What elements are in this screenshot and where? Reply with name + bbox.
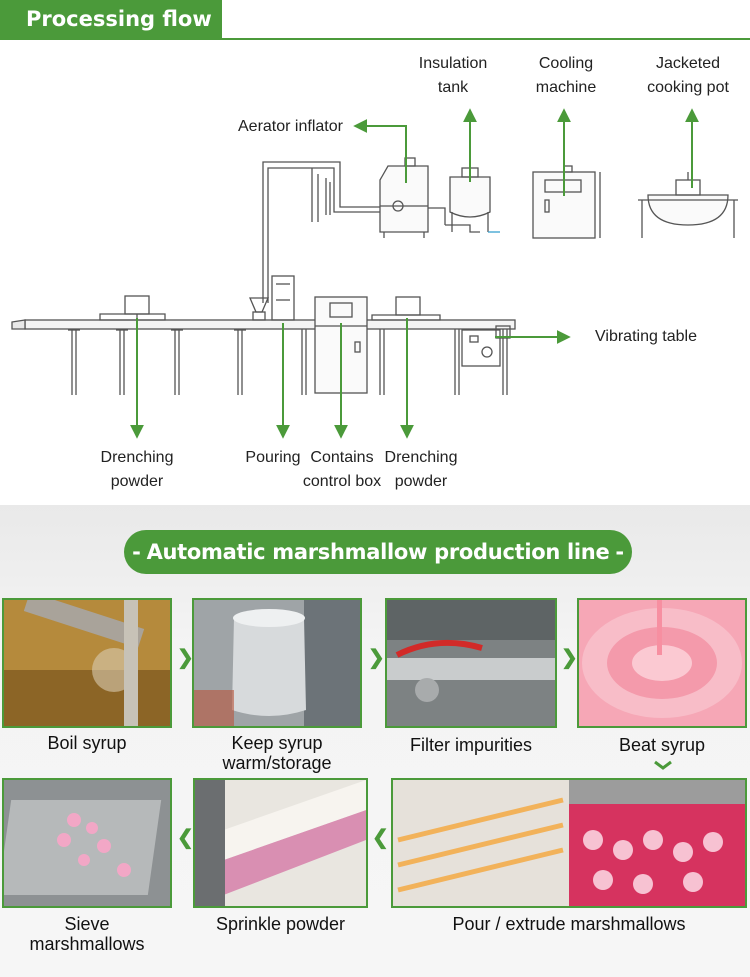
caption-filter-impurities: Filter impurities: [409, 735, 533, 755]
label-control-box-1: Contains: [310, 449, 374, 466]
production-line-diagram: [11, 108, 738, 439]
label-aerator-inflator: Aerator inflator: [238, 118, 343, 135]
chevron-right-icon: ❯: [561, 647, 578, 669]
label-drenching-left-2: powder: [110, 473, 164, 490]
caption-sieve-2: marshmallows: [29, 934, 145, 954]
photo-sprinkle-powder: [193, 778, 368, 908]
chevron-left-icon: ❮: [372, 827, 389, 849]
label-drenching-right-1: Drenching: [384, 449, 458, 466]
chevron-right-icon: ❯: [368, 647, 385, 669]
caption-beat-syrup: Beat syrup: [618, 735, 706, 755]
chevron-right-icon: ❯: [177, 647, 194, 669]
flow-arrows: [130, 108, 699, 439]
section-divider: [0, 38, 750, 40]
label-insulation-tank-2: tank: [437, 79, 469, 96]
photo-boil-syrup: [2, 598, 172, 728]
label-insulation-tank-1: Insulation: [418, 55, 488, 72]
caption-pour-extrude: Pour / extrude marshmallows: [452, 914, 686, 934]
caption-keep-syrup-1: Keep syrup: [231, 733, 323, 753]
caption-sprinkle-powder: Sprinkle powder: [215, 914, 346, 934]
banner-title: Automatic marshmallow production line: [146, 540, 610, 564]
label-drenching-left-1: Drenching: [100, 449, 174, 466]
label-drenching-right-2: powder: [394, 473, 448, 490]
arrow-aerator: [353, 119, 407, 183]
photo-pour-extrude-marshmallows: [391, 778, 747, 908]
section-title: Processing flow: [0, 0, 222, 38]
photo-sieve-marshmallows: [2, 778, 172, 908]
label-jacketed-pot-1: Jacketed: [655, 55, 721, 72]
chevron-down-icon: [654, 760, 672, 770]
label-jacketed-pot-2: cooking pot: [647, 79, 729, 96]
photo-keep-syrup: [192, 598, 362, 728]
production-line-banner: -Automatic marshmallow production line-: [124, 530, 632, 574]
photo-filter-impurities: [385, 598, 557, 728]
photo-beat-syrup: [577, 598, 747, 728]
label-cooling-machine-1: Cooling: [538, 55, 594, 72]
caption-sieve-1: Sieve: [64, 914, 110, 934]
caption-boil-syrup: Boil syrup: [47, 733, 127, 753]
caption-keep-syrup-2: warm/storage: [222, 753, 332, 773]
label-pouring: Pouring: [245, 449, 301, 466]
label-control-box-2: control box: [302, 473, 382, 490]
label-vibrating-table: Vibrating table: [595, 328, 697, 345]
chevron-left-icon: ❮: [177, 827, 194, 849]
label-cooling-machine-2: machine: [535, 79, 597, 96]
processing-flow-section: Processing flow: [0, 0, 750, 490]
conveyor-legs: [68, 329, 508, 395]
